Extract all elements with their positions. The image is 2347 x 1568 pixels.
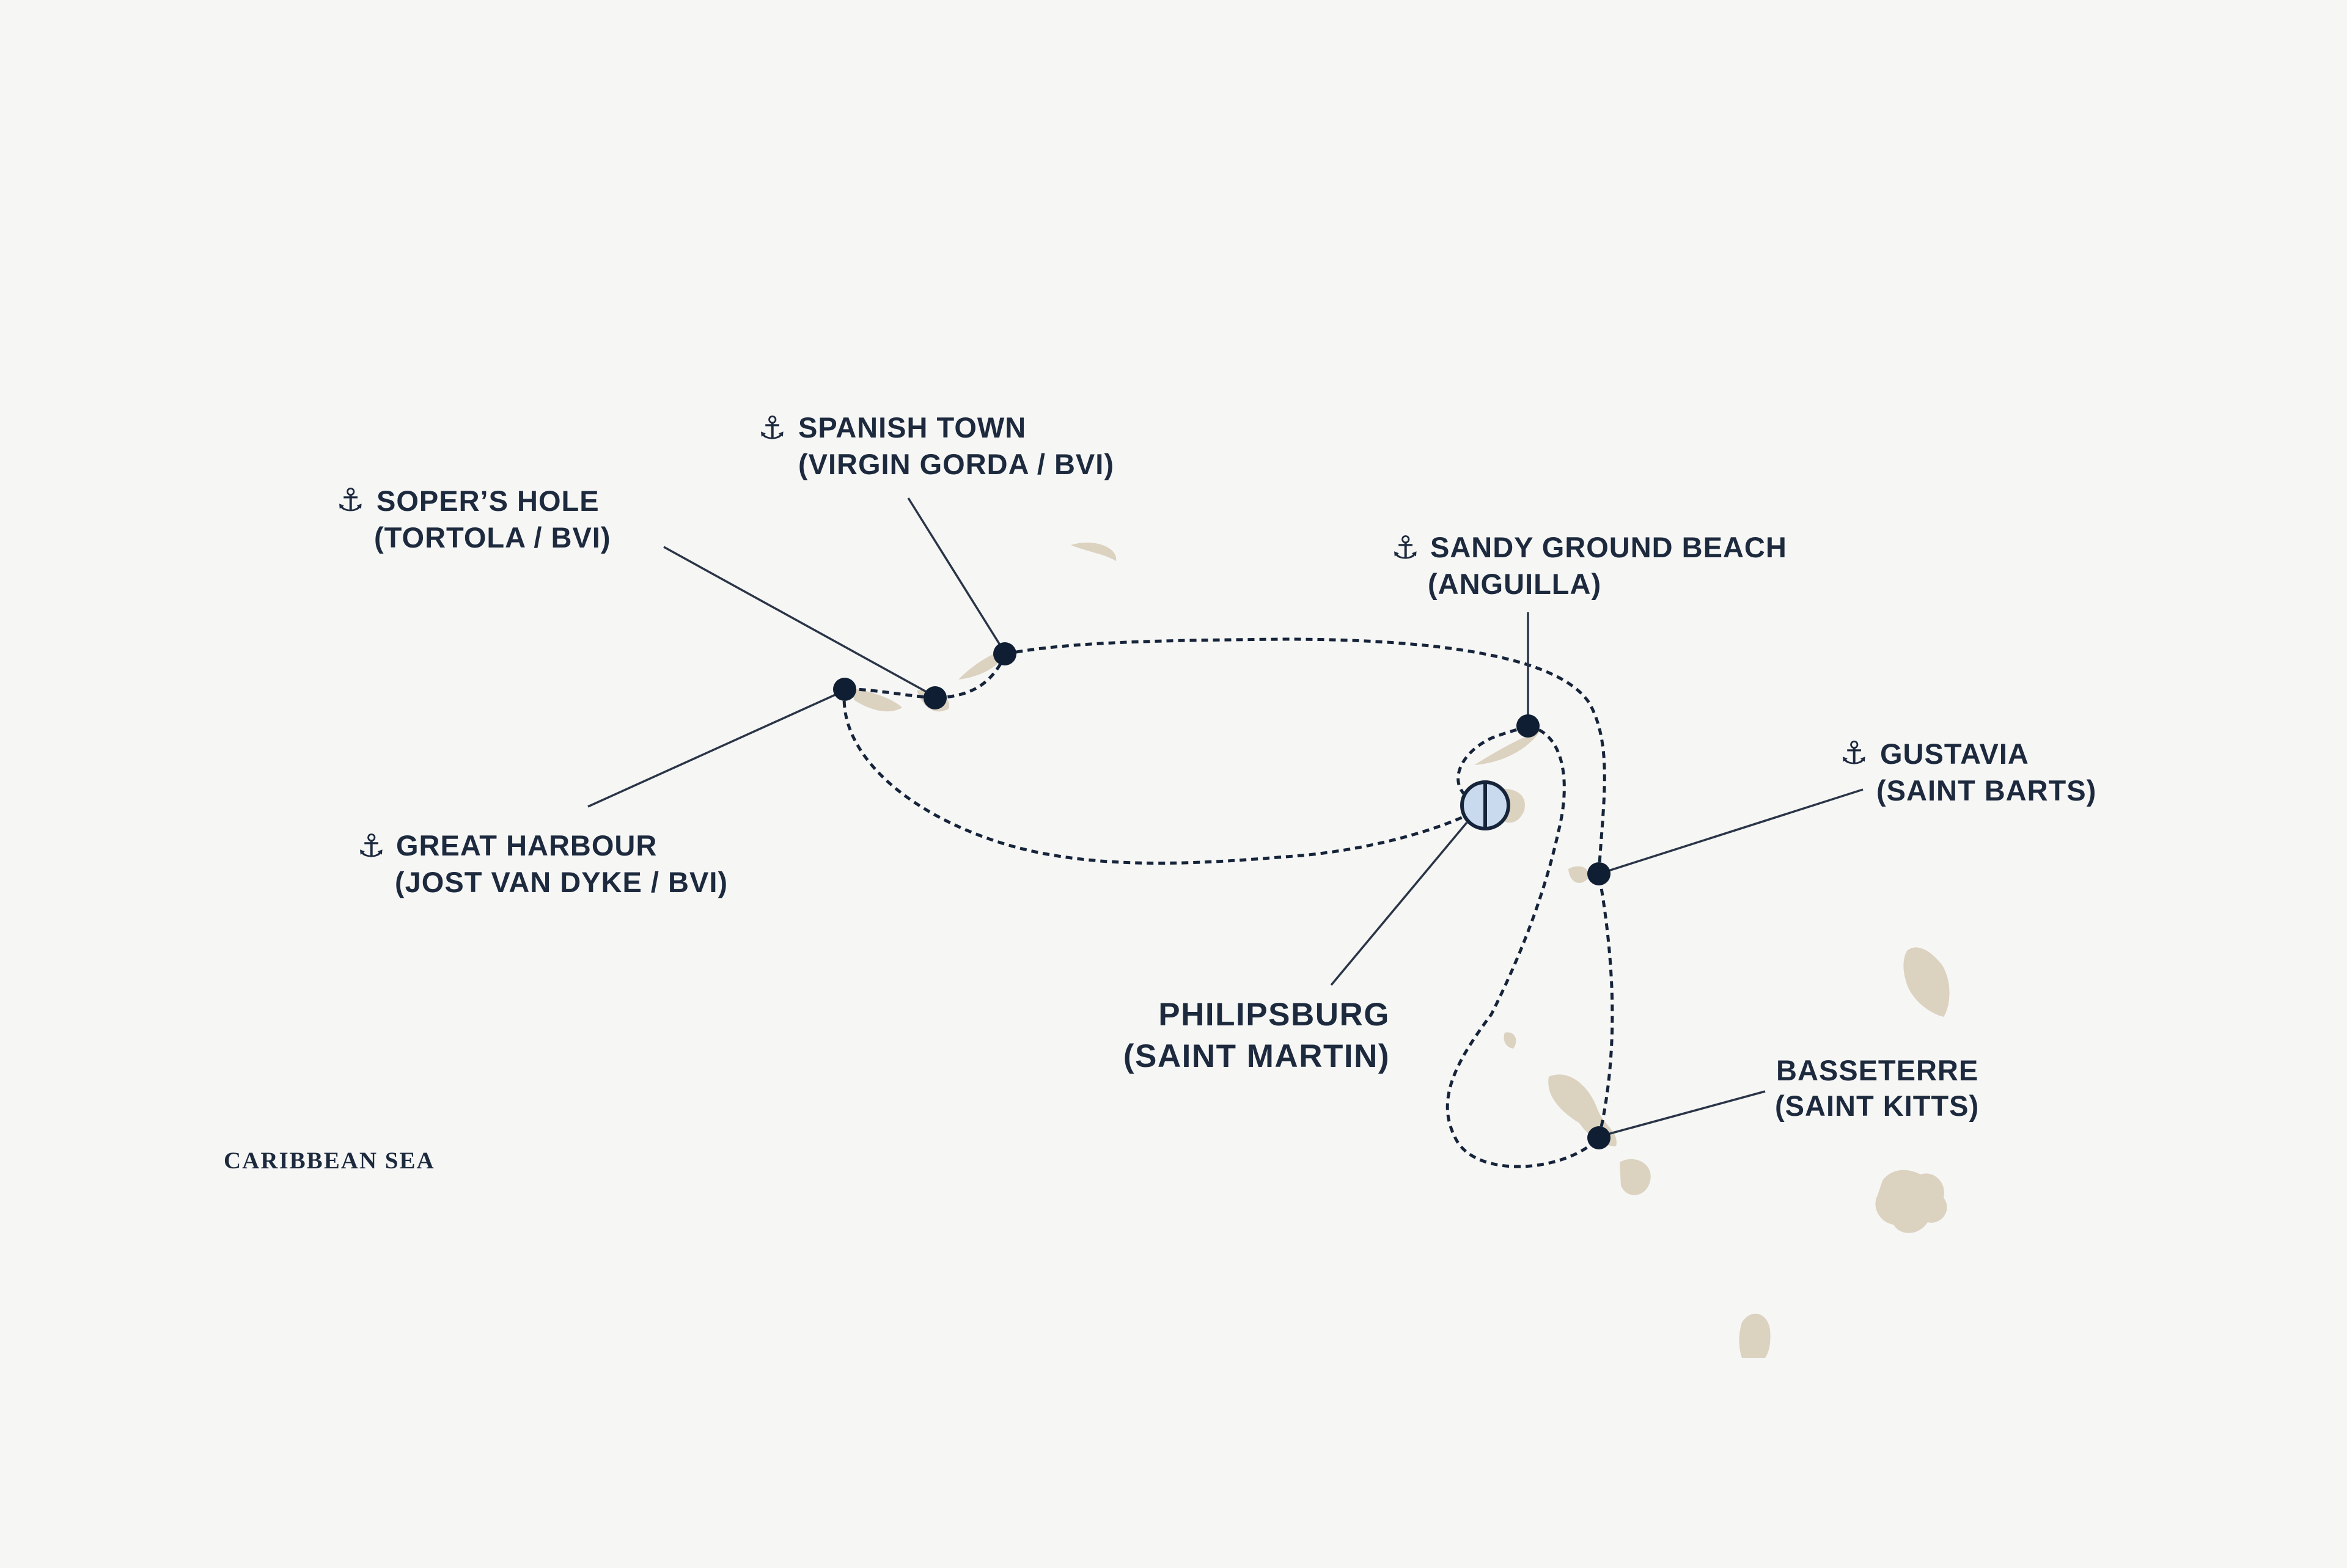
route-leg-gustavia-virgin-gorda	[1005, 637, 1606, 874]
route-leg-saint-kitts-gustavia	[1597, 873, 1614, 1138]
port-label-gustavia[interactable]: ⚓ GUSTAVIA (SAINT BARTS)	[1840, 735, 2096, 807]
islands	[850, 542, 1950, 1358]
port-label-sandy-ground-beach[interactable]: ⚓ SANDY GROUND BEACH (ANGUILLA)	[1391, 530, 1787, 600]
port-region: (ANGUILLA)	[1428, 568, 1601, 600]
port-dot-sopers-hole[interactable]	[924, 686, 947, 709]
port-name: BASSETERRE	[1776, 1054, 1978, 1086]
island-montserrat	[1739, 1313, 1771, 1358]
island-antigua	[1875, 1170, 1947, 1233]
homeport-name: PHILIPSBURG	[1158, 997, 1390, 1033]
port-name: GREAT HARBOUR	[396, 829, 657, 862]
island-nevis	[1620, 1159, 1651, 1195]
port-dot-basseterre[interactable]	[1587, 1126, 1611, 1149]
port-name: SANDY GROUND BEACH	[1430, 531, 1787, 563]
homeport-region: (SAINT MARTIN)	[1123, 1038, 1390, 1074]
port-label-sopers-hole[interactable]: ⚓ SOPER’S HOLE (TORTOLA / BVI)	[336, 482, 611, 554]
leader-line-great-harbour	[587, 689, 845, 808]
route-leg-philipsburg-anguilla-loop	[1456, 724, 1530, 807]
leader-lines	[587, 497, 1864, 1138]
island-anguilla	[1474, 731, 1540, 765]
embark-disembark-icon[interactable]	[1460, 780, 1510, 830]
cruise-route	[842, 637, 1614, 1168]
port-name: SPANISH TOWN	[798, 411, 1026, 444]
anchor-icon: ⚓	[758, 410, 787, 447]
port-label-basseterre[interactable]: BASSETERRE (SAINT KITTS)	[1775, 1054, 1979, 1122]
port-dot-great-harbour[interactable]	[833, 678, 856, 701]
island-jost-van-dyke	[850, 688, 902, 712]
anchor-icon: ⚓	[1840, 735, 1868, 772]
port-region: (VIRGIN GORDA / BVI)	[798, 448, 1114, 480]
island-anegada	[1071, 542, 1117, 561]
port-name: SOPER’S HOLE	[376, 485, 600, 517]
port-label-great-harbour[interactable]: ⚓ GREAT HARBOUR (JOST VAN DYKE / BVI)	[357, 828, 728, 898]
anchor-icon: ⚓	[336, 482, 365, 519]
leader-line-sopers-hole	[663, 546, 936, 698]
port-label-spanish-town[interactable]: ⚓ SPANISH TOWN (VIRGIN GORDA / BVI)	[758, 410, 1114, 480]
anchor-icon: ⚓	[357, 828, 386, 865]
anchor-icon: ⚓	[1391, 530, 1420, 566]
port-region: (TORTOLA / BVI)	[374, 521, 611, 554]
route-leg-virgin-gorda-sopers-hole	[935, 653, 1008, 700]
port-dot-gustavia[interactable]	[1587, 862, 1611, 885]
port-labels: ⚓ SPANISH TOWN (VIRGIN GORDA / BVI) ⚓ SO…	[224, 410, 2096, 1174]
leader-line-philipsburg	[1330, 821, 1468, 986]
port-region: (SAINT KITTS)	[1775, 1090, 1979, 1122]
leader-line-gustavia	[1598, 788, 1864, 875]
island-saint-barts	[1568, 866, 1589, 883]
port-label-philipsburg[interactable]: PHILIPSBURG (SAINT MARTIN)	[1123, 997, 1390, 1074]
island-saba	[1504, 1032, 1516, 1049]
port-dot-sandy-ground-beach[interactable]	[1516, 714, 1540, 738]
port-name: GUSTAVIA	[1880, 738, 2029, 770]
port-region: (JOST VAN DYKE / BVI)	[395, 866, 728, 898]
port-region: (SAINT BARTS)	[1876, 774, 2096, 807]
port-dot-spanish-town[interactable]	[993, 642, 1016, 665]
route-leg-anguilla-saint-kitts	[1445, 724, 1600, 1168]
leader-line-basseterre	[1598, 1090, 1766, 1138]
route-leg-great-harbour-philipsburg	[842, 689, 1486, 865]
island-barbuda	[1903, 947, 1950, 1017]
port-markers	[833, 642, 1611, 1149]
leader-line-spanish-town	[907, 497, 1006, 653]
sea-label: CARIBBEAN SEA	[224, 1148, 435, 1174]
